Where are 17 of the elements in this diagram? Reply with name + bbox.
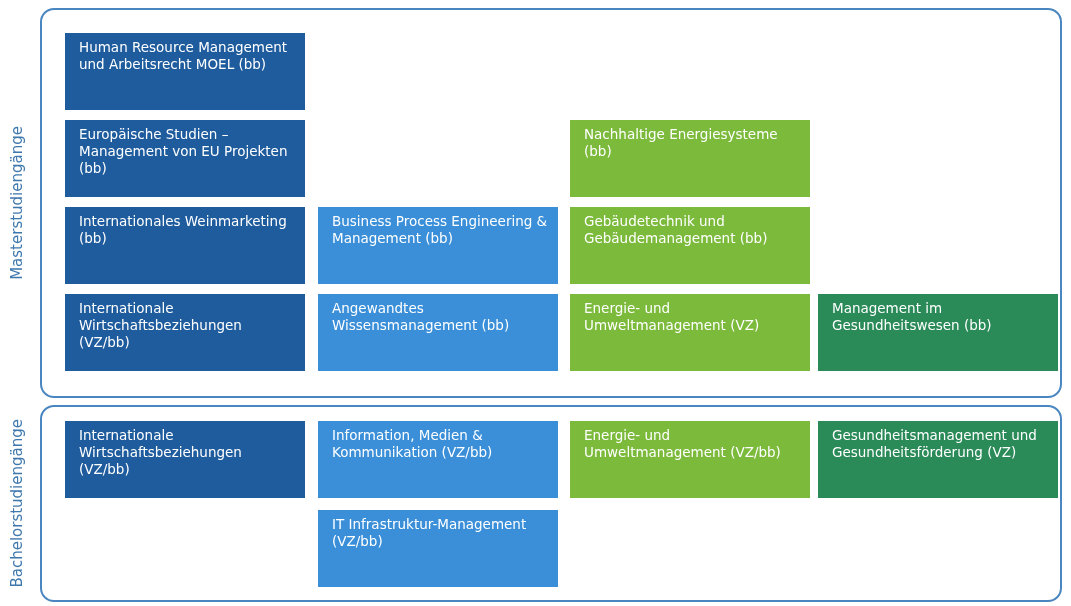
program-box: Human Resource Management und Arbeitsrecht MOEL (bb) [65, 33, 305, 110]
program-box: Business Process Engineering & Management (bb) [318, 207, 558, 284]
program-box: Internationale Wirtschaftsbeziehungen (VZ/bb) [65, 294, 305, 371]
program-box: Internationales Weinmarketing (bb) [65, 207, 305, 284]
band-heading: Bachelorstudiengänge [8, 419, 26, 588]
program-box: Energie- und Umweltmanagement (VZ/bb) [570, 421, 810, 498]
program-box: Gebäudetechnik und Gebäudemanagement (bb) [570, 207, 810, 284]
program-box: IT Infrastruktur-Management (VZ/bb) [318, 510, 558, 587]
program-box: Internationale Wirtschaftsbeziehungen (VZ/bb) [65, 421, 305, 498]
program-box: Europäische Studien – Management von EU Projekten (bb) [65, 120, 305, 197]
program-box: Information, Medien & Kommunikation (VZ/bb) [318, 421, 558, 498]
program-box: Energie- und Umweltmanagement (VZ) [570, 294, 810, 371]
program-box: Nachhaltige Energiesysteme (bb) [570, 120, 810, 197]
program-box: Gesundheitsmanagement und Gesundheitsförderung (VZ) [818, 421, 1058, 498]
program-box: Angewandtes Wissensmanagement (bb) [318, 294, 558, 371]
program-box: Management im Gesundheitswesen (bb) [818, 294, 1058, 371]
band-heading: Masterstudiengänge [8, 126, 26, 280]
